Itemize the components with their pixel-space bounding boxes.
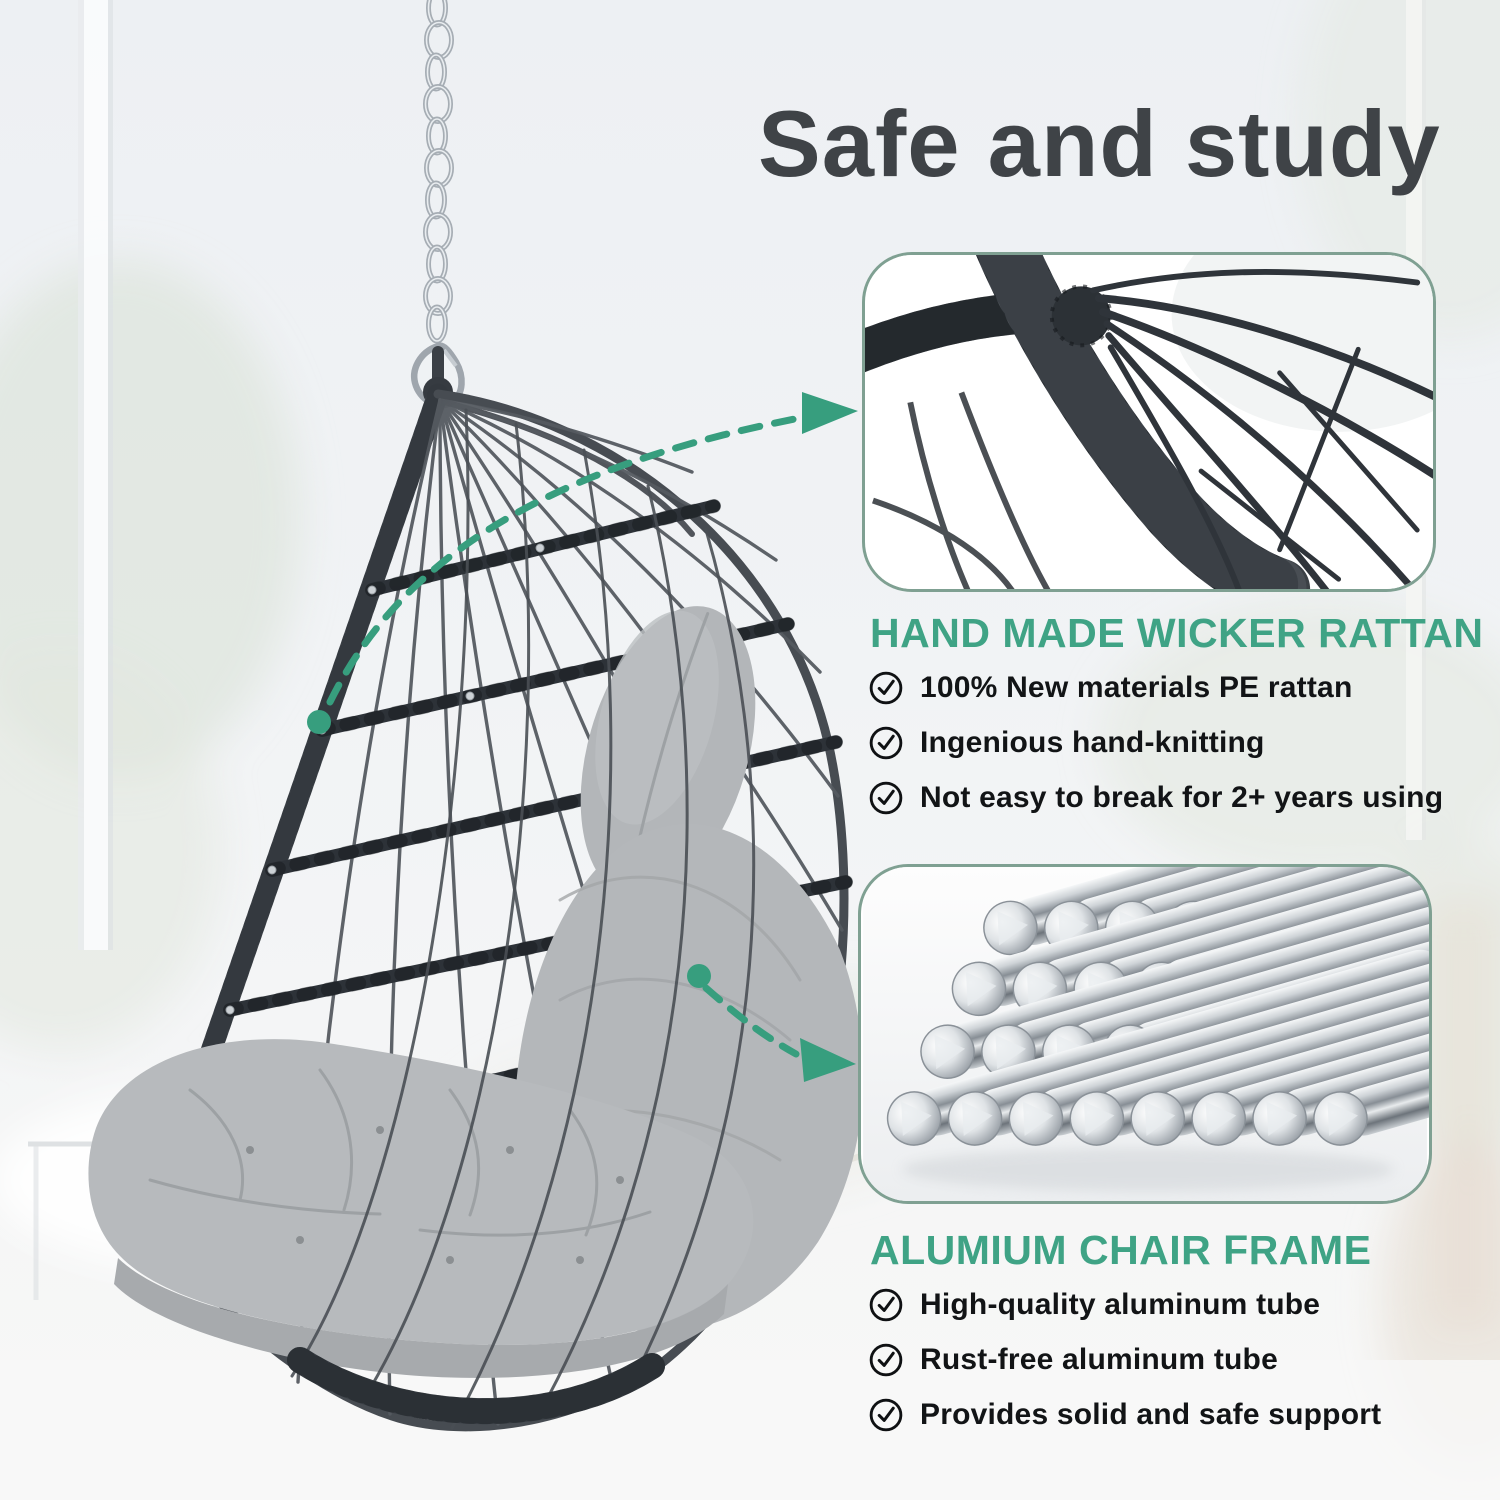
feature-item: Ingenious hand-knitting (868, 721, 1496, 765)
check-icon (869, 1398, 903, 1432)
feature-text: Rust-free aluminum tube (920, 1343, 1278, 1376)
callout-dot-icon (687, 964, 711, 988)
seat-cushion (88, 1039, 754, 1345)
check-icon (869, 1288, 903, 1322)
callout-arrow-frame (687, 964, 856, 1082)
arrow-right-icon (802, 392, 858, 434)
hanging-chain (411, 0, 465, 409)
check-icon (869, 671, 903, 705)
feature-text: High-quality aluminum tube (920, 1288, 1321, 1321)
feature-text: Provides solid and safe support (920, 1398, 1382, 1431)
feature-text: 100% New materials PE rattan (920, 671, 1353, 704)
feature-item: 100% New materials PE rattan (868, 666, 1496, 710)
feature-list-wicker: 100% New materials PE rattan Ingenious h… (868, 666, 1496, 831)
page-title: Safe and study (758, 91, 1441, 196)
check-icon (869, 726, 903, 760)
feature-item: Not easy to break for 2+ years using (868, 776, 1496, 820)
check-icon (869, 1343, 903, 1377)
wicker-rattan-closeup (865, 255, 1433, 589)
section-heading-wicker: HAND MADE WICKER RATTAN (870, 610, 1484, 656)
section-heading-frame: ALUMIUM CHAIR FRAME (870, 1227, 1372, 1273)
feature-item: High-quality aluminum tube (868, 1283, 1496, 1327)
feature-item: Rust-free aluminum tube (868, 1338, 1496, 1382)
check-icon (869, 781, 903, 815)
arrow-right-icon (800, 1038, 856, 1082)
window-frame (78, 0, 84, 950)
wicker-photo-card (862, 252, 1436, 592)
feature-list-frame: High-quality aluminum tube Rust-free alu… (868, 1283, 1496, 1448)
aluminum-photo-card (858, 864, 1432, 1204)
callout-dot-icon (307, 710, 331, 734)
hanging-egg-chair-photo (88, 346, 864, 1432)
callout-arrow-wicker (307, 392, 858, 734)
aluminum-tubes-closeup (863, 867, 1429, 1201)
feature-item: Provides solid and safe support (868, 1393, 1496, 1437)
feature-text: Ingenious hand-knitting (920, 726, 1265, 759)
feature-text: Not easy to break for 2+ years using (920, 781, 1444, 814)
